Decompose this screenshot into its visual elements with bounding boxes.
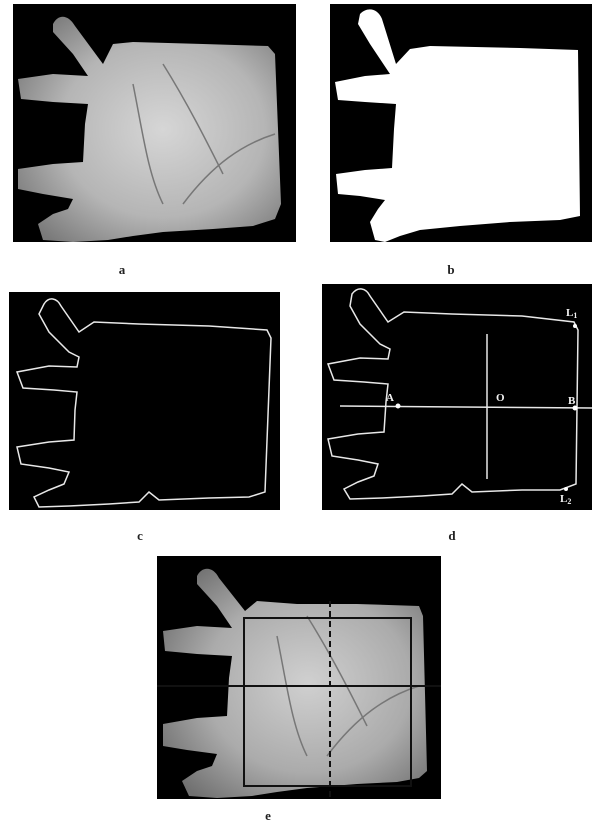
point-b-label: B xyxy=(568,395,576,407)
contour-line xyxy=(328,289,578,499)
point-a-marker xyxy=(396,404,401,409)
horizontal-axis xyxy=(340,406,592,408)
panel-d-key-points: A O B L1 L2 xyxy=(322,284,592,510)
palm-grayscale-image xyxy=(13,4,296,242)
palm-contour xyxy=(9,292,280,510)
point-l1-marker xyxy=(573,324,577,328)
panel-a-grayscale-palm xyxy=(13,4,296,242)
point-l2-label: L2 xyxy=(560,493,571,506)
mask-shape xyxy=(335,9,580,242)
palm-roi-image xyxy=(157,556,441,799)
palm-shape xyxy=(163,569,427,798)
point-l1-label: L1 xyxy=(566,307,577,320)
panel-b-binary-mask xyxy=(330,4,592,242)
panel-e-roi xyxy=(157,556,441,799)
palm-shape xyxy=(18,17,281,242)
caption-b: b xyxy=(441,262,461,278)
caption-d: d xyxy=(442,528,462,544)
contour-with-points: A O B L1 L2 xyxy=(322,284,592,510)
caption-e: e xyxy=(258,808,278,824)
palm-binary-mask xyxy=(330,4,592,242)
contour-line xyxy=(17,299,271,507)
point-a-label: A xyxy=(386,392,394,404)
point-o-label: O xyxy=(496,392,505,404)
point-l2-marker xyxy=(564,487,568,491)
caption-a: a xyxy=(112,262,132,278)
caption-c: c xyxy=(130,528,150,544)
panel-c-contour xyxy=(9,292,280,510)
